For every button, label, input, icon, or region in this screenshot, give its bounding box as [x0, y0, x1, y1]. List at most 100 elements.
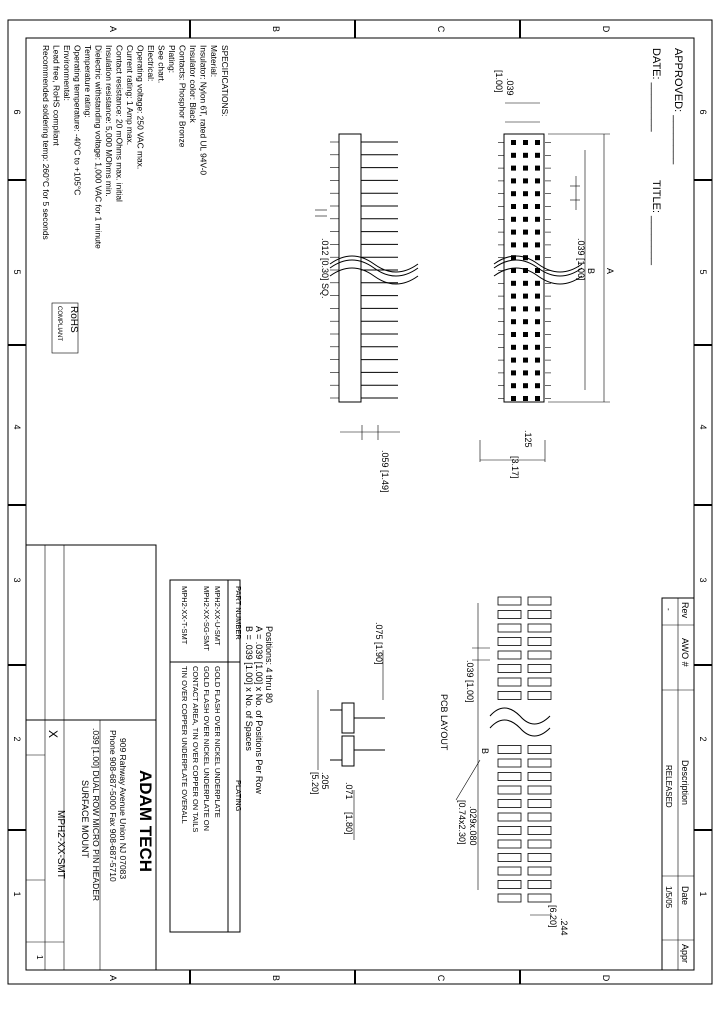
header-pin — [523, 165, 528, 171]
pcb-pad — [527, 866, 552, 876]
pcb-pad — [497, 785, 522, 795]
header-pin — [523, 268, 528, 273]
pcb-pad — [527, 691, 552, 700]
header-pin — [535, 396, 540, 401]
header-pin — [523, 306, 528, 312]
header-pin — [535, 306, 540, 312]
header-pin — [511, 152, 516, 158]
spec-line: Current rating: 1 Amp max. — [125, 45, 135, 145]
pcb-pad — [527, 637, 552, 646]
header-pin — [523, 293, 528, 299]
dimension-071: .071 — [344, 782, 354, 800]
spec-line: Dielectric withstanding voltage: 1,000 V… — [94, 45, 104, 249]
header-pin — [535, 255, 540, 261]
positions-note-line3: B = .039 [1.00] x No. of Spaces — [244, 626, 254, 751]
zone-number-3-right: 3 — [698, 577, 708, 582]
plating-row-2-plating: GOLD FLASH OVER NICKEL UNDERPLATE ON — [202, 666, 211, 831]
header-pin — [511, 229, 516, 235]
header-pin — [535, 370, 540, 376]
header-pin — [511, 216, 516, 222]
pcb-layout-label: PCB LAYOUT — [439, 694, 449, 751]
pcb-pad — [497, 812, 522, 822]
zone-letter-c-top: C — [436, 26, 446, 33]
spec-line: Contacts: Phosphor Bronze — [178, 45, 188, 148]
header-top-view — [479, 102, 610, 462]
company-address: 909 Rahway Avenue Union NJ 07083 — [118, 738, 128, 879]
pcb-dimension-244: .244 — [559, 918, 569, 936]
pcb-pad — [527, 839, 552, 849]
header-pin — [523, 229, 528, 235]
zone-number-6-left: 6 — [12, 109, 22, 114]
rohs-badge-subtitle: COMPLIANT — [56, 306, 62, 341]
revision-header-rev: Rev — [680, 602, 690, 619]
header-pin — [523, 344, 528, 350]
zone-letter-c-bottom: C — [436, 975, 446, 982]
dimension-059: .059 [1.49] — [380, 450, 390, 493]
header-pin — [535, 178, 540, 184]
zone-number-2-right: 2 — [698, 736, 708, 741]
plating-row-2-part: MPH2-XX-SG-SMT — [202, 586, 211, 651]
pcb-pad — [497, 826, 522, 835]
plating-row-3-part: MPH2-XX-T-SMT — [180, 586, 189, 645]
zone-letter-b-top: B — [271, 26, 281, 32]
row-pitch-dimension: .039 [1.00] — [576, 238, 586, 281]
plating-row-1-plating: GOLD FLASH OVER NICKEL UNDERPLATE — [213, 666, 222, 818]
header-pin — [523, 178, 528, 184]
header-pin — [511, 293, 516, 299]
specifications-block: SPECIFICATIONS: Material:Insulator: Nylo… — [41, 45, 230, 249]
dimension-b-label: B — [586, 268, 596, 274]
header-pin — [535, 357, 540, 363]
zone-number-6-right: 6 — [698, 109, 708, 114]
header-pin — [511, 268, 516, 273]
pcb-dimension-b: B — [480, 748, 490, 754]
header-pin — [511, 140, 516, 145]
header-pin — [511, 357, 516, 363]
pcb-pad — [527, 893, 552, 903]
revision-table — [661, 597, 695, 971]
header-pin — [535, 344, 540, 350]
plating-table — [169, 579, 241, 933]
pcb-pad — [527, 650, 552, 660]
header-pin — [511, 165, 516, 171]
plating-table-header-part: PART NUMBER — [234, 586, 243, 640]
pcb-pad — [527, 677, 552, 687]
pcb-pad — [497, 772, 522, 781]
header-pin — [535, 280, 540, 286]
pcb-pad — [527, 785, 552, 795]
pcb-pad — [497, 893, 522, 903]
header-pin — [535, 332, 540, 337]
pcb-pad — [497, 677, 522, 687]
spec-line: Operating voltage: 250 VAC max. — [136, 45, 146, 169]
pcb-pad — [527, 745, 552, 754]
date-field: DATE: ________ — [650, 48, 662, 132]
zone-letter-d-bottom: D — [601, 975, 611, 982]
header-side-view — [315, 133, 419, 440]
positions-note-line2: A = .039 [1.00] x No. of Positions Per R… — [254, 626, 264, 794]
header-pin — [535, 140, 540, 145]
pcb-pad — [497, 758, 522, 768]
header-pin — [523, 280, 528, 286]
header-pin — [511, 370, 516, 376]
header-pin — [523, 140, 528, 145]
header-pin — [511, 191, 516, 197]
header-pin — [523, 216, 528, 222]
positions-note-line1: Positions: 4 thru 80 — [264, 626, 274, 703]
header-end-view — [317, 650, 385, 840]
pcb-pad — [527, 610, 552, 619]
header-pin — [535, 152, 540, 158]
spec-line: Contact resistance: 20 mOhms max. initia… — [115, 45, 125, 202]
header-pin — [523, 319, 528, 325]
pcb-pad — [527, 758, 552, 768]
pin-square-dimension: .012 [0.30] SQ. — [320, 238, 330, 299]
pcb-pad — [527, 812, 552, 822]
pitch-dimension: .039 — [505, 78, 515, 96]
revision-header-awo: AWO # — [680, 638, 690, 667]
pcb-pad — [527, 853, 552, 862]
header-pin — [535, 191, 540, 197]
spec-line: Material: — [209, 45, 219, 77]
header-pin — [511, 178, 516, 184]
plating-row-2-plating-cont: CONTACT AREA, TIN OVER COPPER ON TAILS — [191, 666, 200, 832]
pcb-pad — [527, 596, 552, 606]
header-pin — [523, 332, 528, 337]
